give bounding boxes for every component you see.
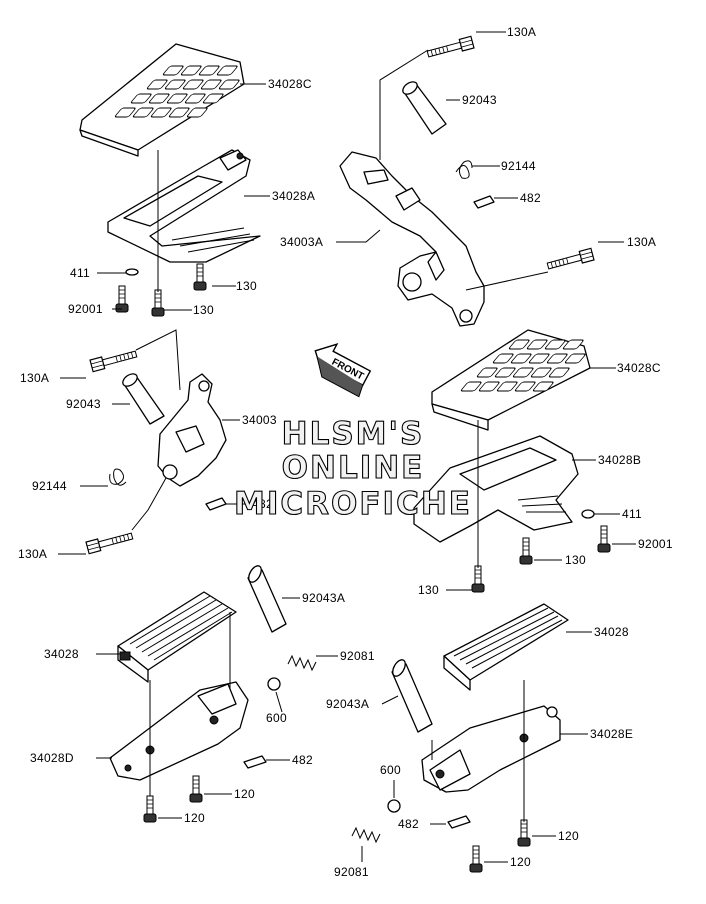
label-130a-mid: 130A [20, 371, 49, 385]
footrest-rubber-34028c-top [79, 43, 245, 157]
label-600-right: 600 [380, 763, 401, 777]
label-34028-right: 34028 [594, 625, 629, 639]
label-120-a: 120 [234, 787, 255, 801]
label-600-left: 600 [266, 711, 287, 725]
clip-482-mid [205, 497, 227, 511]
footrest-bracket-34028d [109, 681, 249, 781]
label-482-mid: 482 [252, 497, 273, 511]
front-arrow-icon: FRONT [314, 343, 372, 398]
spring-92081-left [287, 654, 317, 672]
label-34028c-right: 34028C [617, 361, 661, 375]
clip-482-bottom-left [243, 755, 267, 769]
label-130a-mid-low: 130A [18, 547, 47, 561]
label-411-left: 411 [70, 266, 90, 280]
label-92081-left: 92081 [340, 649, 375, 663]
label-92043-top: 92043 [462, 93, 497, 107]
label-34003a: 34003A [280, 235, 323, 249]
label-482-bottom-left: 482 [292, 753, 313, 767]
pin-92043a-left [247, 565, 287, 633]
footrest-bracket-34028a [107, 149, 261, 263]
label-411-right: 411 [622, 507, 642, 521]
label-130-left-a: 130 [236, 279, 257, 293]
label-130-left-b: 130 [193, 303, 214, 317]
label-120-b: 120 [184, 811, 205, 825]
label-120-c: 120 [558, 829, 579, 843]
label-34028c-top: 34028C [268, 77, 312, 91]
label-92081-right: 92081 [334, 865, 369, 879]
ball-600-left [267, 677, 281, 691]
footrest-rubber-34028-right [443, 603, 569, 691]
label-34028d: 34028D [30, 751, 74, 765]
label-92043a-left: 92043A [302, 591, 345, 605]
ball-600-right [387, 799, 401, 813]
footrest-rubber-34028-left [117, 591, 237, 683]
label-92043-mid: 92043 [66, 397, 101, 411]
label-120-d: 120 [510, 855, 531, 869]
spring-92144-mid [109, 468, 127, 486]
part-labels: 130A 34028C 92043 92144 482 34028A 34003… [18, 25, 673, 879]
footrest-bracket-34003 [157, 373, 227, 487]
label-34028b: 34028B [598, 453, 641, 467]
watermark: HLSM'S ONLINE MICROFICHE [233, 415, 472, 522]
label-130-right-a: 130 [565, 553, 586, 567]
footrest-bracket-34028e [421, 705, 561, 793]
label-92144-top: 92144 [501, 159, 536, 173]
label-482-bottom-right: 482 [398, 817, 419, 831]
pin-92043-mid [122, 373, 165, 425]
clip-482-top [473, 195, 495, 209]
footrest-bracket-34003a [339, 151, 485, 327]
spring-92144-top [455, 160, 473, 179]
leader-lines [58, 31, 636, 863]
label-92001-right: 92001 [638, 537, 673, 551]
watermark-line-1: HLSM'S [282, 416, 425, 452]
footrest-bracket-34028b [413, 435, 579, 543]
label-34028-left: 34028 [44, 647, 79, 661]
label-130-right-b: 130 [418, 583, 439, 597]
label-482-top: 482 [520, 191, 541, 205]
label-130a-top: 130A [507, 25, 536, 39]
label-92043a-right: 92043A [326, 697, 369, 711]
pin-92043a-right [391, 659, 433, 733]
label-92144-mid: 92144 [32, 479, 67, 493]
label-34028a: 34028A [272, 189, 315, 203]
pin-92043-top [402, 81, 447, 135]
footrest-rubber-34028c-right [431, 329, 591, 431]
watermark-line-3: MICROFICHE [234, 486, 472, 522]
screws-top-left [115, 263, 207, 317]
watermark-line-2: ONLINE [282, 450, 425, 486]
clip-482-bottom-right [447, 815, 471, 829]
label-34028e: 34028E [590, 727, 633, 741]
label-130a-right: 130A [627, 235, 656, 249]
spring-92081-right [351, 826, 381, 844]
label-92001-left: 92001 [68, 302, 103, 316]
label-34003: 34003 [242, 413, 277, 427]
